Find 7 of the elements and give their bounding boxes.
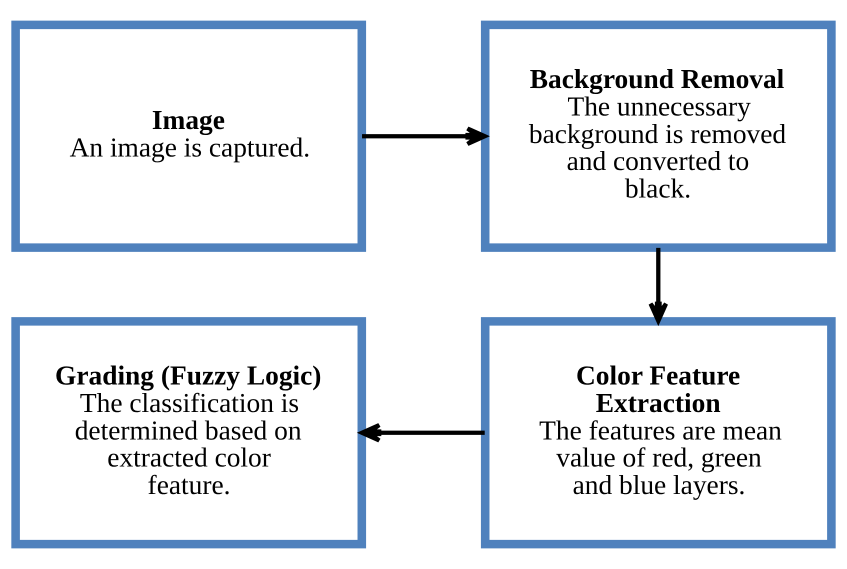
node-box: Grading (Fuzzy Logic) The classification is determined based on extracted color feature. — [11, 317, 366, 548]
node-box: Color Feature Extraction The features are mean value of red, green and blue layers. — [480, 317, 836, 548]
arrow — [362, 126, 487, 146]
arrow — [360, 422, 485, 443]
arrow — [648, 248, 668, 324]
node-box: Background Removal The unnecessary background is removed and converted to black. — [480, 20, 836, 252]
node-box: Image An image is captured. — [11, 20, 366, 252]
